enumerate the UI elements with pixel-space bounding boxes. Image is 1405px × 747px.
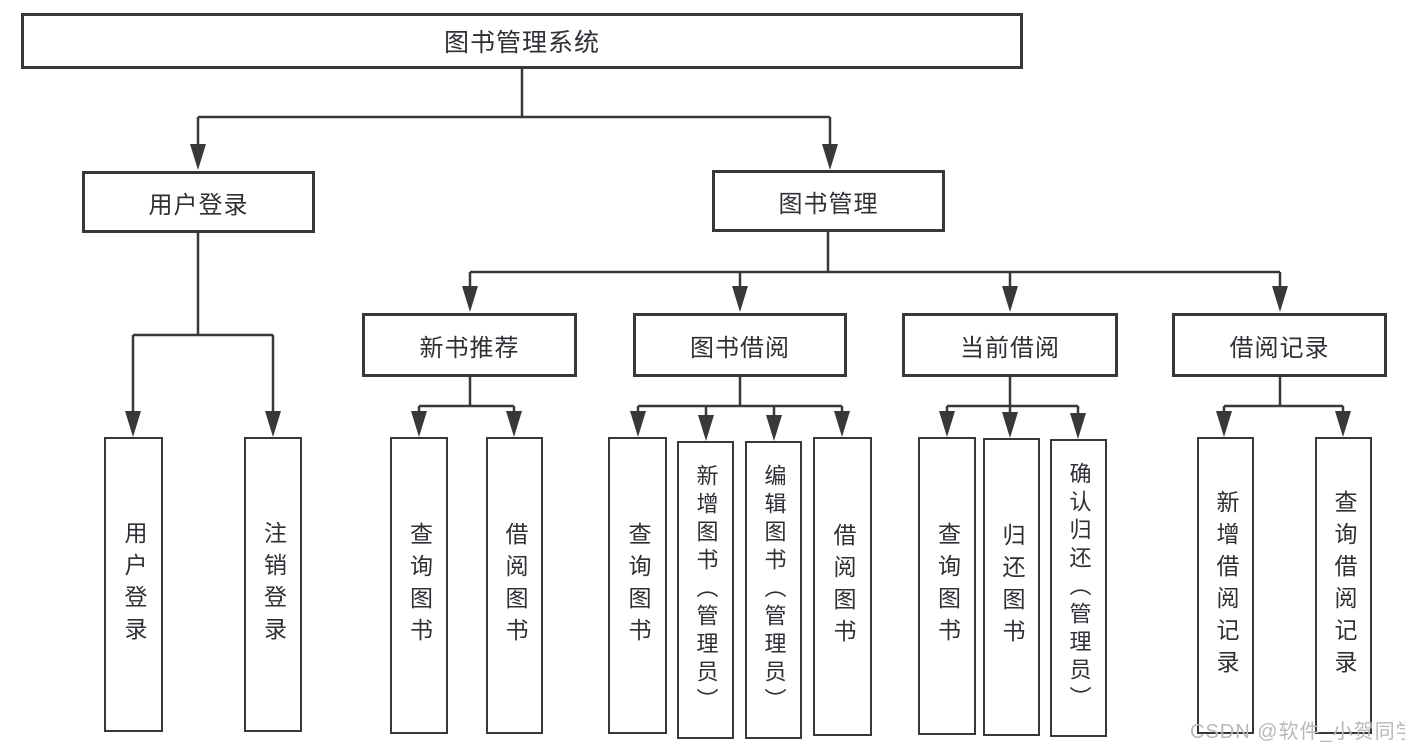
node-current-borrow: 当前借阅 — [902, 313, 1118, 377]
leaf-return-book: 归还图书 — [983, 438, 1040, 736]
leaf-add-borrow-record: 新增借阅记录 — [1197, 437, 1254, 734]
leaf-logout: 注销登录 — [244, 437, 302, 732]
leaf-add-book-admin: 新增图书（管理员） — [677, 441, 734, 739]
csdn-watermark: CSDN @软件_小贺同学 — [1190, 721, 1405, 743]
leaf-borrow-book-2: 借阅图书 — [813, 437, 872, 736]
node-user-login: 用户登录 — [82, 171, 315, 233]
leaf-user-login: 用户登录 — [104, 437, 163, 732]
node-borrow-record: 借阅记录 — [1172, 313, 1387, 377]
leaf-query-book-1: 查询图书 — [390, 437, 448, 734]
connector-paths — [131, 69, 1345, 416]
leaf-edit-book-admin: 编辑图书（管理员） — [745, 441, 802, 739]
leaf-query-borrow-record: 查询借阅记录 — [1315, 437, 1372, 734]
node-new-book-recommend: 新书推荐 — [362, 313, 577, 377]
arrowheads — [125, 144, 1351, 441]
node-book-management: 图书管理 — [712, 170, 945, 232]
leaf-query-book-2: 查询图书 — [608, 437, 667, 734]
node-root-library-system: 图书管理系统 — [21, 13, 1023, 69]
leaf-confirm-return-admin: 确认归还（管理员） — [1050, 439, 1107, 737]
leaf-borrow-book-1: 借阅图书 — [486, 437, 543, 734]
node-book-borrow: 图书借阅 — [633, 313, 847, 377]
leaf-query-book-3: 查询图书 — [918, 437, 976, 735]
